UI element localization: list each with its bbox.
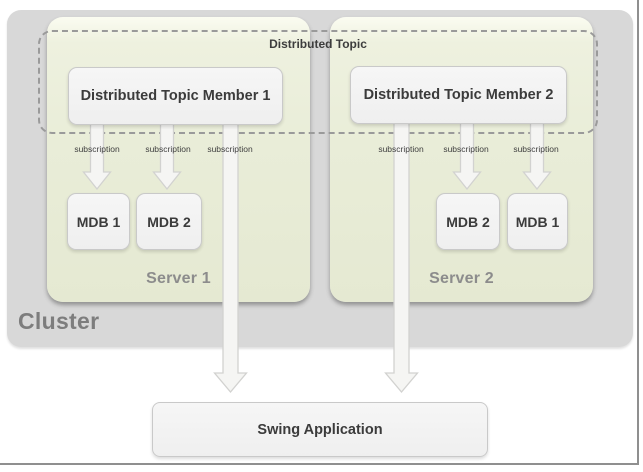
image-frame-bottom-border — [0, 463, 639, 465]
mdb1-node-server1: MDB 1 — [67, 193, 130, 250]
distributed-topic-member1-node: Distributed Topic Member 1 — [68, 67, 283, 125]
subscription-label: subscription — [207, 144, 253, 154]
subscription-label: subscription — [443, 144, 489, 154]
subscription-label: subscription — [74, 144, 120, 154]
image-frame-right-border — [637, 0, 639, 465]
server1-label: Server 1 — [146, 270, 211, 287]
mdb2-node-server2: MDB 2 — [436, 193, 500, 250]
cluster-label: Cluster — [18, 308, 100, 334]
server2-label: Server 2 — [429, 270, 494, 287]
distributed-topic-dashed-boundary — [38, 30, 598, 134]
mdb2-node-server1: MDB 2 — [136, 193, 202, 250]
mdb1-node-server2: MDB 1 — [507, 193, 568, 250]
swing-application-node: Swing Application — [152, 402, 488, 457]
distributed-topic-member2-node: Distributed Topic Member 2 — [350, 66, 567, 124]
distributed-topic-label: Distributed Topic — [269, 37, 367, 51]
subscription-label: subscription — [513, 144, 559, 154]
